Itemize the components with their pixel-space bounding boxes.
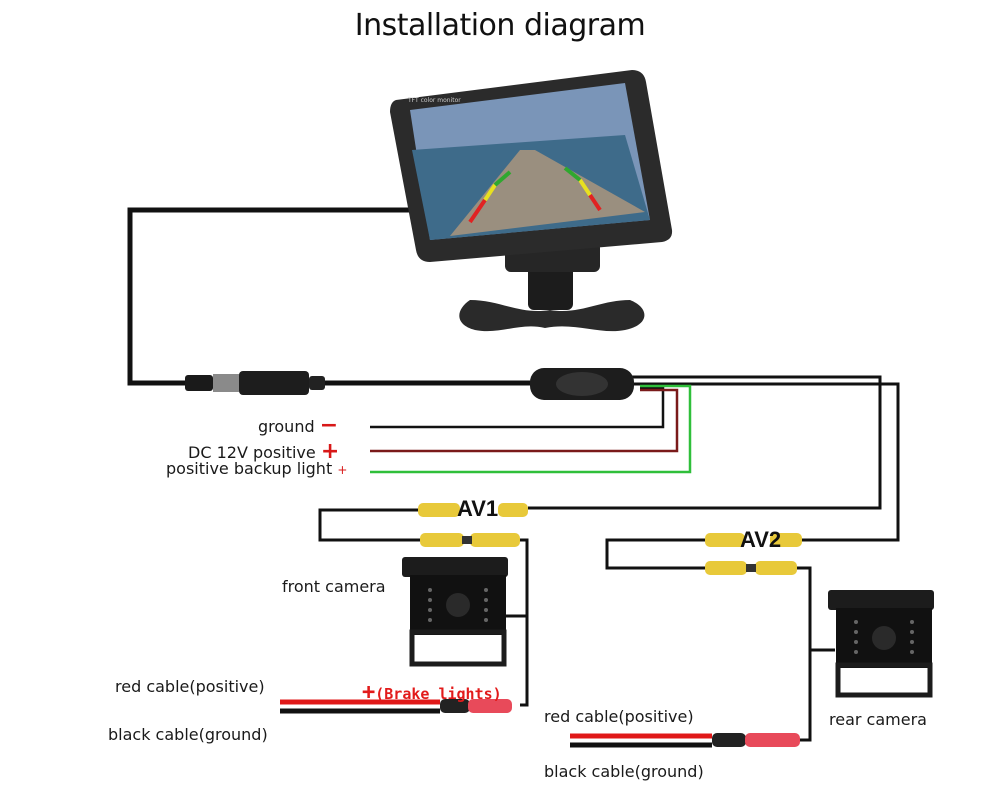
monitor: TFT color monitor xyxy=(390,70,673,332)
av1-wiring xyxy=(318,508,529,707)
plus-sign-icon: + xyxy=(337,463,348,477)
av2-rca-connectors xyxy=(705,533,802,575)
plus-sign-icon: + xyxy=(362,680,376,705)
monitor-screen-label: TFT color monitor xyxy=(407,97,461,104)
av2-label: AV2 xyxy=(740,527,782,552)
rear-camera xyxy=(828,590,934,698)
minus-sign-icon: − xyxy=(319,413,339,438)
left-red-cable-label: red cable(positive) xyxy=(115,677,265,696)
av2-wiring xyxy=(605,538,835,742)
left-black-cable-label: black cable(ground) xyxy=(108,725,268,744)
ground-text: ground xyxy=(258,417,315,436)
power-wires xyxy=(370,384,692,474)
av1-rca-connectors xyxy=(418,503,528,547)
av1-label: AV1 xyxy=(457,496,499,521)
ground-label: ground − xyxy=(258,413,338,438)
front-camera xyxy=(402,557,508,667)
dc12v-text: DC 12V positive xyxy=(188,443,316,462)
dc12v-label: DC 12V positive + xyxy=(188,439,339,464)
rear-camera-label: rear camera xyxy=(829,710,927,729)
backup-light-label: positive backup light + xyxy=(166,459,347,478)
right-red-cable-label: red cable(positive) xyxy=(544,707,694,726)
front-camera-label: front camera xyxy=(282,577,386,596)
splitter-box xyxy=(530,368,634,400)
plus-sign-icon: + xyxy=(320,439,340,464)
brake-lights-label: +(Brake lights) xyxy=(362,680,502,705)
aviation-connector xyxy=(185,371,325,395)
diagram-title: Installation diagram xyxy=(354,8,646,43)
brake-lights-text: (Brake lights) xyxy=(375,685,502,703)
backup-light-text: positive backup light xyxy=(166,459,333,478)
right-black-cable-label: black cable(ground) xyxy=(544,762,704,781)
monitor-cable xyxy=(127,207,900,542)
rear-power-cables xyxy=(570,733,800,748)
front-power-cables xyxy=(280,699,512,714)
